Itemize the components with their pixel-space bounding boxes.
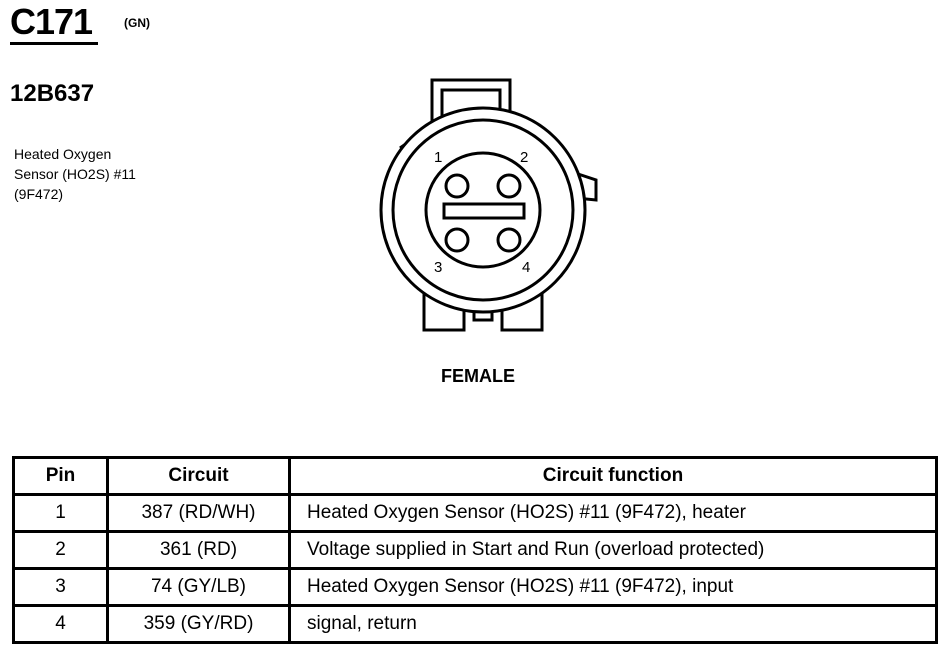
connector-id: C171 [10,1,93,42]
connector-color-code: (GN) [124,16,150,30]
pin-number-cell: 3 [12,567,109,607]
pin-cavity-3 [444,227,470,253]
table-row: 2 361 (RD) Voltage supplied in Start and… [12,530,938,570]
table-row: 3 74 (GY/LB) Heated Oxygen Sensor (HO2S)… [12,567,938,607]
connector-gender-label: FEMALE [441,366,515,386]
connector-top-tab-inner [440,88,502,125]
pin-cavity-2 [496,173,522,199]
header-circuit: Circuit [106,456,291,496]
table-row: 4 359 (GY/RD) signal, return [12,604,938,644]
header-circuit-function: Circuit function [288,456,938,496]
connector-inner-shell [391,118,575,302]
pin-table-header: Pin Circuit Circuit function [12,456,938,496]
pin-label-4: 4 [522,259,530,276]
part-description-line: (9F472) [14,186,64,202]
connector-face-diagram: 1 2 3 4 [379,78,598,332]
circuit-cell: 359 (GY/RD) [106,604,291,644]
circuit-cell: 74 (GY/LB) [106,567,291,607]
connector-top-tab [430,78,512,125]
pin-label-2: 2 [520,149,528,166]
pin-label-3: 3 [434,259,442,276]
connector-outer-shell [379,106,587,314]
pin-number-cell: 2 [12,530,109,570]
part-number: 12B637 [10,80,95,107]
circuit-function-cell: signal, return [288,604,938,644]
part-description-line: Sensor (HO2S) #11 [14,166,136,182]
pin-number-cell: 4 [12,604,109,644]
connector-left-leg [422,285,466,332]
pin-cavity-4 [496,227,522,253]
terminal-insert [424,151,542,269]
part-description: Heated Oxygen Sensor (HO2S) #11 (9F472) [14,144,174,204]
header-pin: Pin [12,456,109,496]
connector-right-leg [500,285,544,332]
connector-id-underline [10,42,98,45]
circuit-function-cell: Voltage supplied in Start and Run (overl… [288,530,938,570]
keyway-bar [442,202,526,220]
pin-label-1: 1 [434,149,442,166]
circuit-cell: 361 (RD) [106,530,291,570]
table-row: 1 387 (RD/WH) Heated Oxygen Sensor (HO2S… [12,493,938,533]
circuit-function-cell: Heated Oxygen Sensor (HO2S) #11 (9F472),… [288,493,938,533]
pin-table: Pin Circuit Circuit function 1 387 (RD/W… [12,456,938,644]
pin-number-cell: 1 [12,493,109,533]
connector-right-latch [571,170,598,202]
circuit-cell: 387 (RD/WH) [106,493,291,533]
pin-cavity-1 [444,173,470,199]
circuit-function-cell: Heated Oxygen Sensor (HO2S) #11 (9F472),… [288,567,938,607]
part-description-line: Heated Oxygen [14,146,112,162]
